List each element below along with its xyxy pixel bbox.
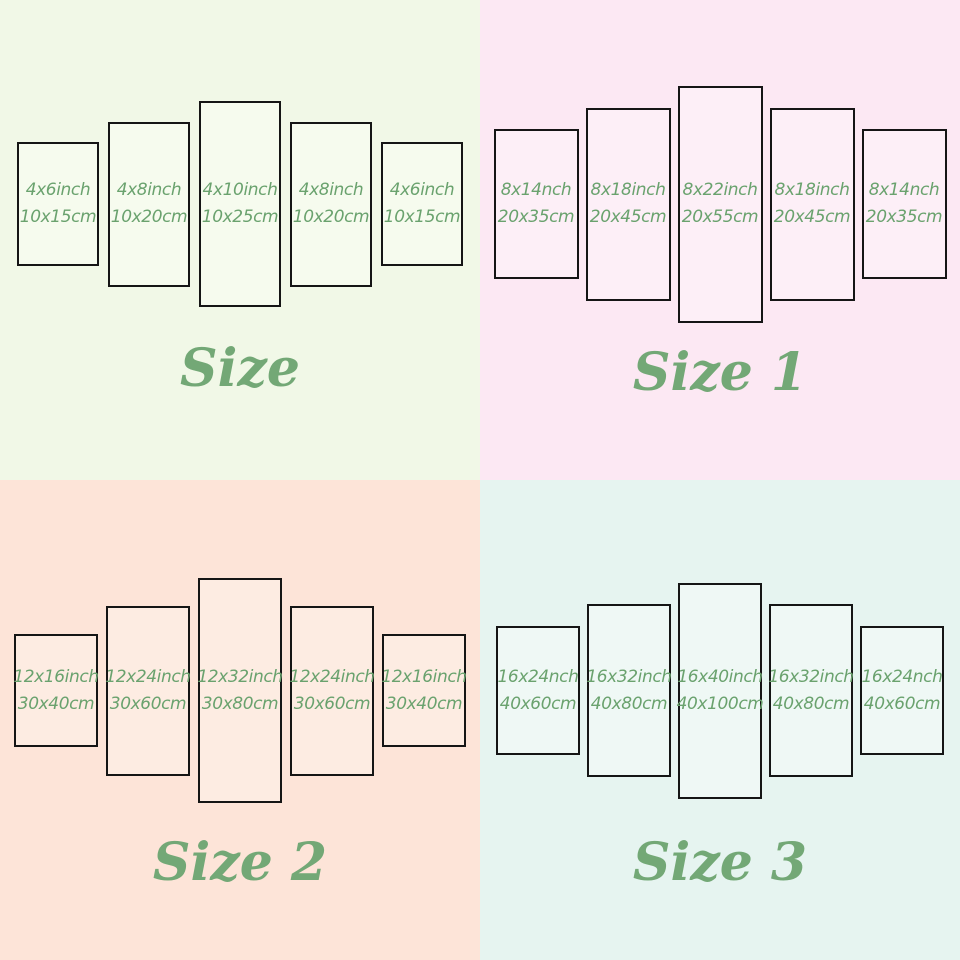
panel-size-cm: 20x45cm bbox=[589, 207, 667, 227]
panel-size-cm: 10x20cm bbox=[292, 207, 370, 227]
panel-size-cm: 30x40cm bbox=[385, 693, 463, 714]
quadrant-size-3: 16x24nch 40x60cm 16x32inch 40x80cm 16x40… bbox=[480, 480, 960, 960]
panel-size-cm: 40x80cm bbox=[772, 693, 850, 714]
panel-size-inch: 12x16inch bbox=[381, 666, 467, 687]
panel-size-inch: 12x16inch bbox=[13, 666, 99, 687]
panel: 12x16inch 30x40cm bbox=[381, 634, 467, 747]
panel-size-inch: 16x24nch bbox=[497, 666, 579, 687]
panel-size-inch: 12x24inch bbox=[289, 666, 375, 687]
panel-size-inch: 12x32inch bbox=[197, 666, 283, 687]
panel: 4x6inch 10x15cm bbox=[17, 142, 99, 266]
panel-size-inch: 16x32inch bbox=[586, 666, 672, 687]
panel: 4x6inch 10x15cm bbox=[381, 142, 463, 266]
panel-size-cm: 40x60cm bbox=[499, 693, 577, 714]
panel: 12x24inch 30x60cm bbox=[289, 605, 375, 776]
panel: 4x10inch 10x25cm bbox=[199, 101, 281, 307]
panel: 8x18inch 20x45cm bbox=[585, 107, 671, 301]
panel-size-cm: 20x45cm bbox=[773, 207, 851, 227]
panel: 12x16inch 30x40cm bbox=[13, 634, 99, 747]
panel-size-inch: 12x24inch bbox=[105, 666, 191, 687]
panel-size-cm: 10x15cm bbox=[383, 207, 461, 227]
panel-row: 12x16inch 30x40cm 12x24inch 30x60cm 12x3… bbox=[0, 480, 480, 901]
quadrant-size-2: 12x16inch 30x40cm 12x24inch 30x60cm 12x3… bbox=[0, 480, 480, 960]
panel: 8x14nch 20x35cm bbox=[493, 129, 579, 279]
panel: 8x14nch 20x35cm bbox=[861, 129, 947, 279]
size-label: Size 1 bbox=[632, 342, 808, 403]
panel-row: 4x6inch 10x15cm 4x8inch 10x20cm 4x10inch… bbox=[0, 0, 480, 408]
panel: 16x24nch 40x60cm bbox=[496, 626, 580, 755]
panel-size-cm: 40x60cm bbox=[863, 693, 941, 714]
panel-size-inch: 8x22inch bbox=[682, 180, 758, 200]
panel-size-inch: 4x8inch bbox=[298, 180, 364, 200]
panel: 16x32inch 40x80cm bbox=[768, 604, 854, 777]
panel-size-inch: 4x8inch bbox=[116, 180, 182, 200]
panel-row: 8x14nch 20x35cm 8x18inch 20x45cm 8x22inc… bbox=[480, 0, 960, 408]
panel-size-cm: 10x15cm bbox=[19, 207, 97, 227]
panel: 12x32inch 30x80cm bbox=[197, 578, 283, 803]
panel-size-inch: 8x18inch bbox=[774, 180, 850, 200]
panel-size-cm: 20x55cm bbox=[681, 207, 759, 227]
panel: 8x22inch 20x55cm bbox=[677, 85, 763, 323]
panel-size-inch: 8x18inch bbox=[590, 180, 666, 200]
panel: 16x40inch 40x100cm bbox=[676, 582, 764, 799]
panel-size-cm: 20x35cm bbox=[865, 207, 943, 227]
panel-size-inch: 4x10inch bbox=[202, 180, 278, 200]
size-label: Size 3 bbox=[632, 832, 808, 893]
panel: 8x18inch 20x45cm bbox=[769, 107, 855, 301]
panel-size-inch: 8x14nch bbox=[868, 180, 940, 200]
size-label: Size 2 bbox=[152, 832, 328, 893]
panel-row: 16x24nch 40x60cm 16x32inch 40x80cm 16x40… bbox=[480, 480, 960, 901]
size-label: Size bbox=[180, 338, 300, 399]
panel: 4x8inch 10x20cm bbox=[108, 121, 190, 287]
panel-size-inch: 16x32inch bbox=[768, 666, 854, 687]
panel-size-inch: 8x14nch bbox=[500, 180, 572, 200]
panel-size-cm: 30x60cm bbox=[293, 693, 371, 714]
panel-size-cm: 20x35cm bbox=[497, 207, 575, 227]
quadrant-size-1: 8x14nch 20x35cm 8x18inch 20x45cm 8x22inc… bbox=[480, 0, 960, 480]
panel: 16x32inch 40x80cm bbox=[586, 604, 672, 777]
panel-size-cm: 30x60cm bbox=[109, 693, 187, 714]
panel-size-cm: 30x40cm bbox=[17, 693, 95, 714]
panel-size-cm: 30x80cm bbox=[201, 693, 279, 714]
panel-size-inch: 16x24nch bbox=[861, 666, 943, 687]
panel: 16x24nch 40x60cm bbox=[860, 626, 944, 755]
panel-size-cm: 40x80cm bbox=[590, 693, 668, 714]
panel-size-inch: 16x40inch bbox=[677, 666, 763, 687]
panel-size-cm: 10x20cm bbox=[110, 207, 188, 227]
panel-size-inch: 4x6inch bbox=[389, 180, 455, 200]
panel-size-cm: 40x100cm bbox=[676, 693, 764, 714]
panel-size-inch: 4x6inch bbox=[25, 180, 91, 200]
panel-size-cm: 10x25cm bbox=[201, 207, 279, 227]
panel: 12x24inch 30x60cm bbox=[105, 605, 191, 776]
quadrant-size: 4x6inch 10x15cm 4x8inch 10x20cm 4x10inch… bbox=[0, 0, 480, 480]
panel: 4x8inch 10x20cm bbox=[290, 121, 372, 287]
